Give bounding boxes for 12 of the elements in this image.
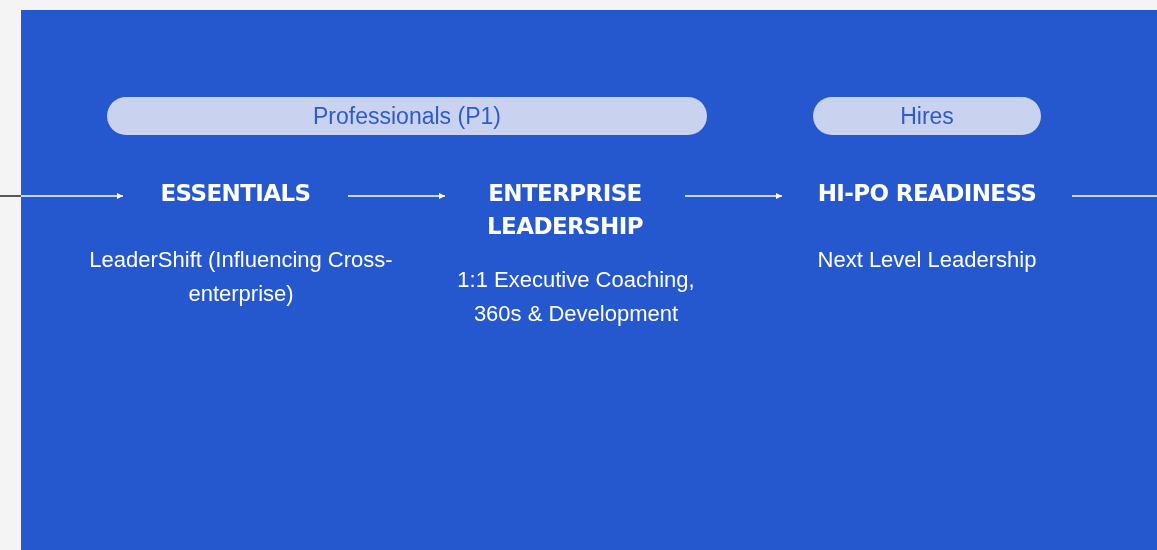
arrow — [0, 193, 124, 199]
stage-description: Next Level Leadership — [816, 246, 1038, 274]
connector-line — [1071, 195, 1157, 197]
stage-heading: HI-PO READINESS — [782, 177, 1072, 210]
arrow — [684, 193, 783, 199]
arrow — [347, 193, 446, 199]
stage-heading: ESSENTIALS — [123, 177, 348, 210]
group-pill: Hires — [813, 97, 1041, 135]
group-pill: Professionals (P1) — [107, 97, 707, 135]
stage-heading: ENTERPRISE LEADERSHIP — [445, 177, 685, 243]
stage-description: 1:1 Executive Coaching, 360s & Development — [456, 266, 696, 328]
stage-description: LeaderShift (Influencing Cross-enterprise) — [88, 246, 394, 308]
